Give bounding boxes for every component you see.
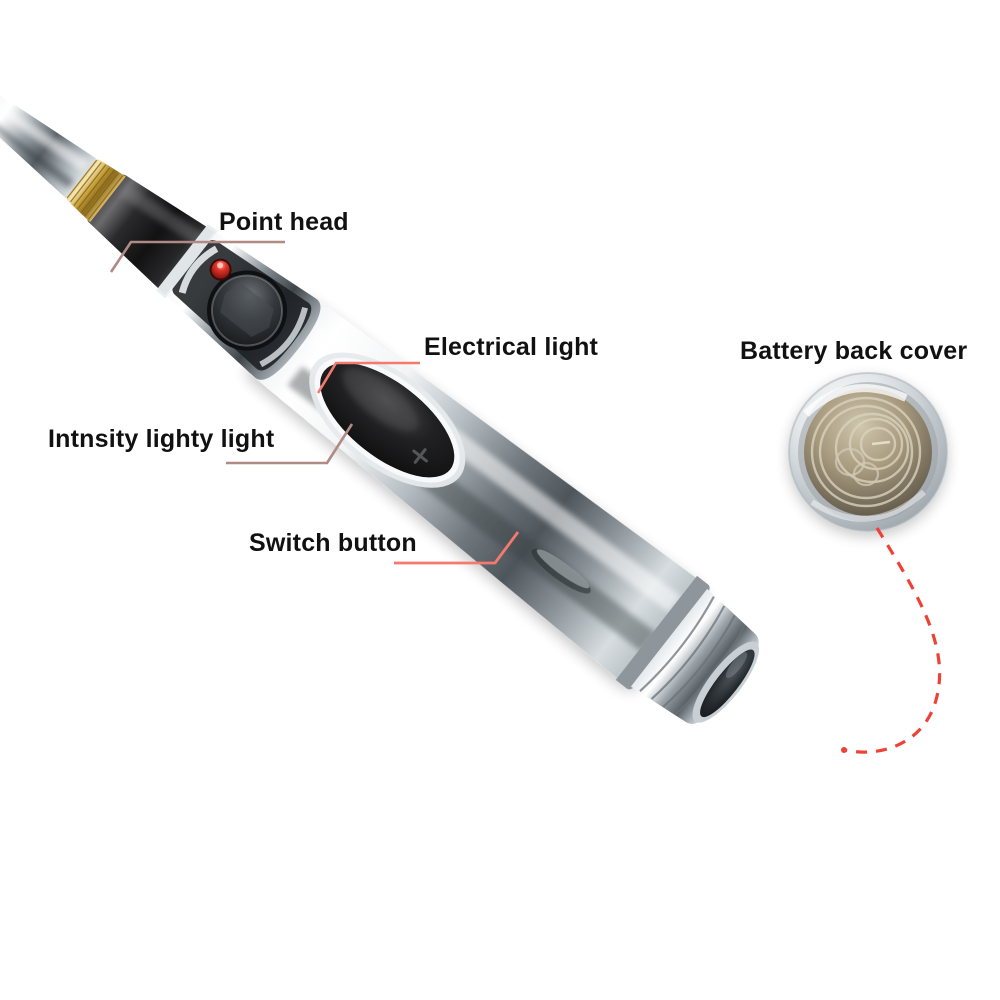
leader-switch-button xyxy=(394,531,520,565)
callout-label-point-head: Point head xyxy=(219,208,349,236)
leader-electrical-light xyxy=(316,361,420,394)
leader-intensity-light xyxy=(226,423,354,465)
battery-cover-dashed-connector xyxy=(844,527,942,754)
callout-label-battery-back-cover: Battery back cover xyxy=(740,337,968,365)
chrome-taper-neck xyxy=(0,94,97,199)
pen-assembly xyxy=(0,94,760,724)
oval-switch-button xyxy=(309,352,466,488)
callout-label-intensity-light: Intnsity lighty light xyxy=(48,425,275,453)
battery-back-cover-detail xyxy=(788,372,948,532)
leader-point-head xyxy=(109,240,285,273)
callout-label-switch-button: Switch button xyxy=(249,529,417,557)
callout-label-electrical-light: Electrical light xyxy=(424,333,599,361)
head-collar xyxy=(160,228,321,380)
threaded-open-end xyxy=(615,575,760,724)
dashed-connector-endpoint xyxy=(841,747,847,753)
